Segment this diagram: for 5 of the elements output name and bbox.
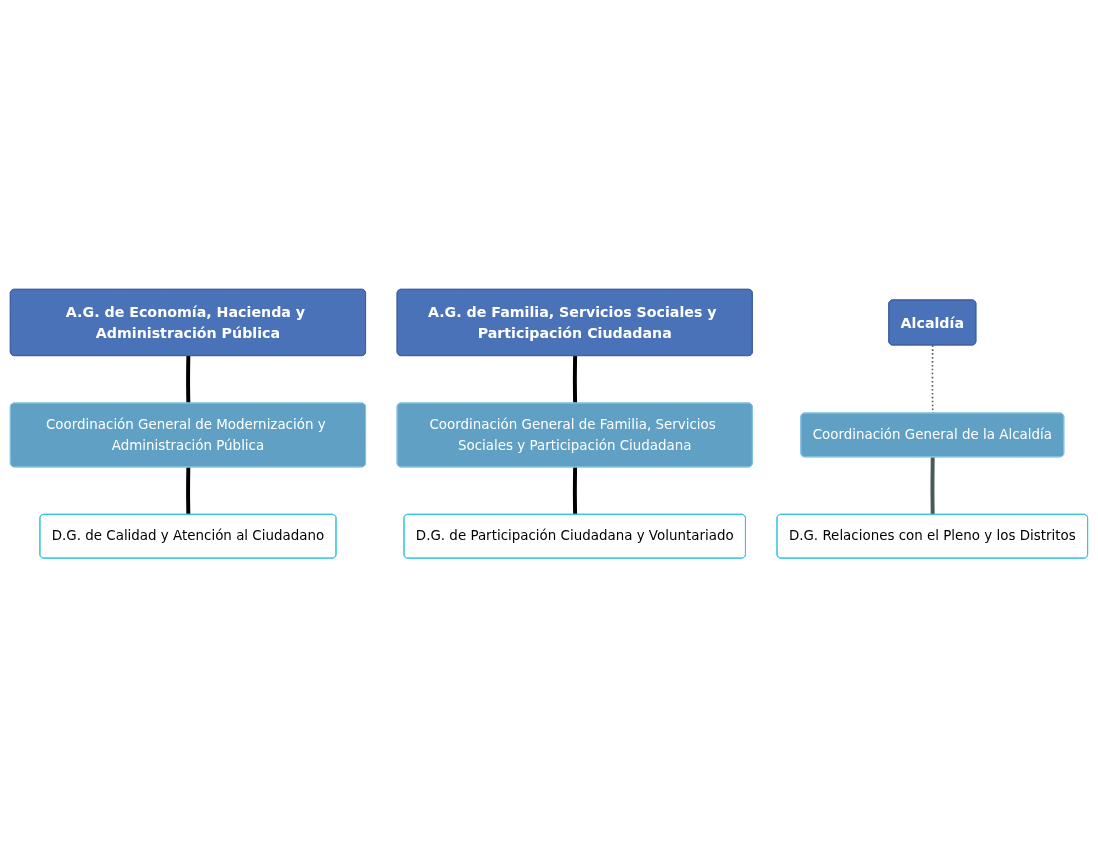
connector: [186, 355, 191, 404]
connector: [186, 467, 191, 515]
connector: [572, 355, 578, 404]
connector: [930, 457, 935, 515]
connector: [572, 467, 578, 515]
